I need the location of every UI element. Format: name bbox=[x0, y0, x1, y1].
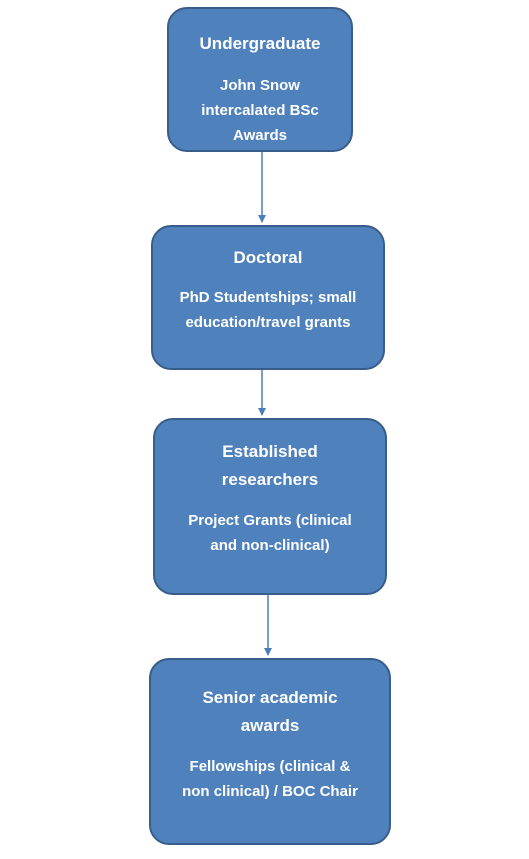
stage-title: Senior academic awards bbox=[202, 688, 338, 735]
stage-doctoral: Doctoral PhD Studentships; small educati… bbox=[151, 225, 385, 370]
stage-established-researchers: Established researchers Project Grants (… bbox=[153, 418, 387, 595]
stage-title: Doctoral bbox=[233, 248, 303, 267]
stage-description: PhD Studentships; small education/travel… bbox=[179, 289, 357, 331]
stage-description: Fellowships (clinical & non clinical) / … bbox=[182, 758, 358, 800]
stage-description: Project Grants (clinical and non-clinica… bbox=[188, 512, 352, 554]
stage-undergraduate: Undergraduate John Snow intercalated BSc… bbox=[167, 7, 353, 152]
stage-senior-academic-awards: Senior academic awards Fellowships (clin… bbox=[149, 658, 391, 845]
stage-title: Undergraduate bbox=[199, 34, 321, 53]
stage-title: Established researchers bbox=[221, 442, 319, 489]
stage-description: John Snow intercalated BSc Awards bbox=[201, 77, 319, 144]
